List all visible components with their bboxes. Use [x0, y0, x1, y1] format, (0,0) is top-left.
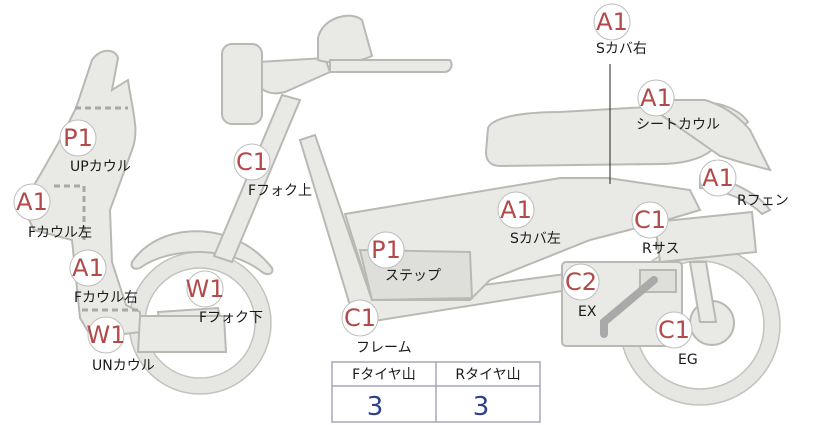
- grade-code: A1: [596, 8, 628, 36]
- part-label: ステップ: [385, 268, 441, 284]
- grade-code: A1: [16, 188, 48, 216]
- grade-badge: [699, 159, 737, 197]
- part-label: UPカウル: [70, 159, 131, 175]
- grade-badge: [233, 143, 271, 181]
- grade-badge: [87, 316, 125, 354]
- part-label: Fフォク上: [248, 183, 312, 199]
- part-label: UNカウル: [92, 358, 155, 374]
- annotation-step: P1 ステップ: [367, 231, 441, 284]
- part-label: Fカウル右: [74, 290, 138, 306]
- handlebar: [257, 56, 332, 95]
- grade-badge: [655, 311, 693, 349]
- grade-code: A1: [500, 196, 532, 224]
- grade-badge: [593, 3, 631, 41]
- front-cowl: [20, 49, 141, 340]
- grade-code: A1: [640, 84, 672, 112]
- grade-badge: [69, 249, 107, 287]
- grade-code: C1: [344, 304, 376, 332]
- grade-badge: [562, 263, 600, 301]
- part-label: Fフォク下: [199, 310, 263, 326]
- handle-grip: [317, 14, 374, 64]
- grade-code: P1: [63, 124, 93, 152]
- grade-badge: [637, 79, 675, 117]
- rear-tire-value: 3: [473, 392, 490, 422]
- grade-code: P1: [371, 236, 401, 264]
- part-label: Sカバ左: [510, 231, 561, 247]
- part-label: シートカウル: [636, 117, 720, 133]
- cowl-seam: [54, 184, 86, 240]
- rear-tire-header: Rタイヤ山: [455, 367, 520, 383]
- grade-badge: [186, 270, 224, 308]
- grade-code: C1: [634, 206, 666, 234]
- grade-badge: [13, 183, 51, 221]
- annotation-frame: C1 フレーム: [341, 299, 412, 356]
- mirror-arm: [329, 59, 453, 73]
- part-label: フレーム: [356, 340, 412, 356]
- grade-badge: [59, 119, 97, 157]
- grade-code: W1: [186, 275, 225, 303]
- part-label: EX: [578, 304, 597, 320]
- rear-shock-rod: [688, 261, 718, 323]
- part-label: EG: [678, 352, 698, 368]
- grade-badge: [367, 231, 405, 269]
- exhaust-pipe: [600, 276, 658, 338]
- front-tire-header: Fタイヤ山: [352, 367, 416, 383]
- front-tire-value: 3: [367, 392, 384, 422]
- tire-tread-table: Fタイヤ山 Rタイヤ山 3 3: [331, 361, 541, 423]
- grade-code: C2: [565, 268, 597, 296]
- grade-code: C1: [658, 316, 690, 344]
- grade-code: C1: [236, 148, 268, 176]
- grade-badge: [341, 299, 379, 337]
- grade-badge: [497, 191, 535, 229]
- grade-code: A1: [72, 254, 104, 282]
- rear-shock-top: [653, 210, 758, 264]
- part-label: Rフェン: [737, 193, 789, 209]
- seat-cowl-shape: [636, 99, 772, 172]
- headlight: [221, 43, 263, 125]
- grade-code: A1: [702, 164, 734, 192]
- annotation-seat-cowl: A1 シートカウル: [636, 79, 720, 133]
- grade-badge: [631, 201, 669, 239]
- grade-code: W1: [87, 321, 126, 349]
- under-cowl: [136, 315, 228, 353]
- part-label: Rサス: [642, 241, 679, 257]
- part-label: Sカバ右: [596, 41, 647, 57]
- part-label: Fカウル左: [28, 225, 92, 241]
